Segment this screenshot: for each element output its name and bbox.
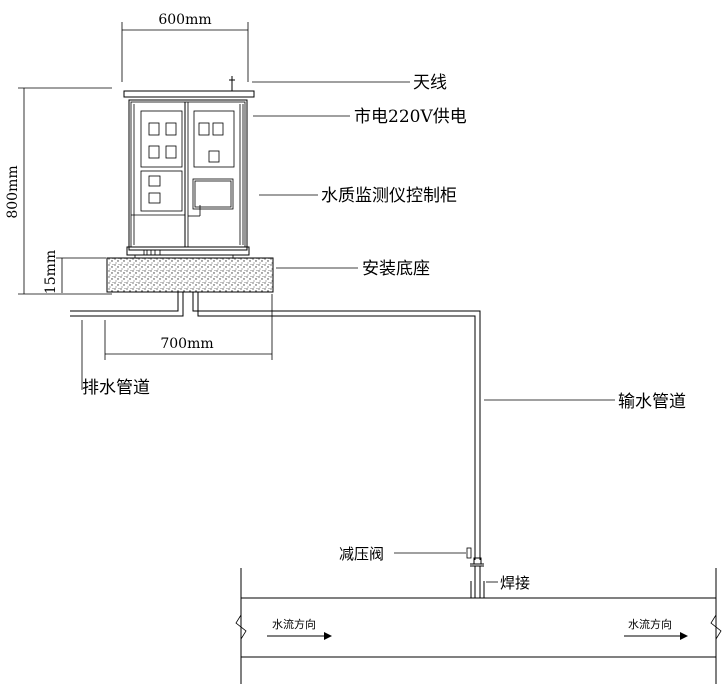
valve-callout: 减压阀 [339, 545, 466, 563]
cabinet-width-label: 600mm [158, 12, 211, 28]
supply-pipe-callout: 输水管道 [484, 392, 686, 412]
cabinet-height-dimension: 800mm [5, 87, 112, 295]
drain-pipe-callout: 排水管道 [82, 378, 150, 398]
base-width-label: 700mm [160, 336, 213, 352]
base-width-dimension: 700mm [104, 294, 273, 360]
power-callout: 市电220V供电 [253, 107, 467, 127]
base-height-dimension: 15mm [43, 250, 106, 294]
control-cabinet [123, 76, 255, 260]
weld-callout: 焊接 [486, 574, 530, 592]
cabinet-label: 水质监测仪控制柜 [321, 186, 457, 206]
flow-arrow-right: 水流方向 [624, 617, 688, 640]
pressure-valve-label: 减压阀 [339, 545, 384, 563]
flow-arrow-left: 水流方向 [267, 617, 332, 640]
drain-pipe [70, 292, 184, 390]
pressure-reducing-valve [466, 547, 485, 598]
supply-pipe [192, 292, 481, 560]
installation-base [106, 257, 274, 293]
supply-pipe-label: 输水管道 [618, 392, 686, 412]
flow-direction-right-label: 水流方向 [628, 617, 672, 631]
flow-direction-left-label: 水流方向 [272, 617, 316, 631]
drain-pipe-label: 排水管道 [82, 378, 150, 398]
cabinet-width-dimension: 600mm [121, 12, 249, 82]
main-water-pipe [235, 568, 722, 684]
antenna-label: 天线 [413, 73, 447, 93]
cabinet-callout: 水质监测仪控制柜 [259, 186, 457, 206]
base-label: 安装底座 [362, 259, 430, 279]
power-label: 市电220V供电 [354, 107, 467, 127]
cabinet-height-label: 800mm [5, 165, 21, 218]
base-callout: 安装底座 [276, 259, 430, 279]
antenna-callout: 天线 [252, 73, 447, 93]
base-height-label: 15mm [43, 250, 59, 294]
weld-label: 焊接 [500, 574, 530, 592]
